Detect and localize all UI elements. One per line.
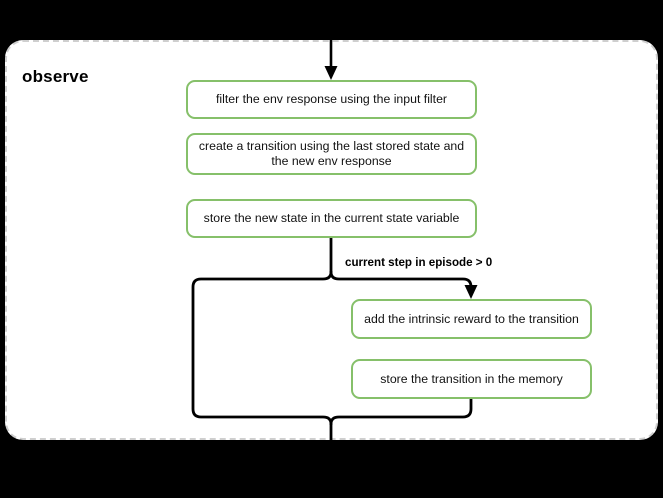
node-store-new-state[interactable]: store the new state in the current state… [186,199,477,238]
edge-condition-label: current step in episode > 0 [345,256,493,269]
node-store-transition-memory[interactable]: store the transition in the memory [351,359,592,399]
group-title-observe: observe [22,67,89,86]
node-create-transition[interactable]: create a transition using the last store… [186,133,477,175]
node-add-intrinsic-reward[interactable]: add the intrinsic reward to the transiti… [351,299,592,339]
node-filter-env-response[interactable]: filter the env response using the input … [186,80,477,119]
